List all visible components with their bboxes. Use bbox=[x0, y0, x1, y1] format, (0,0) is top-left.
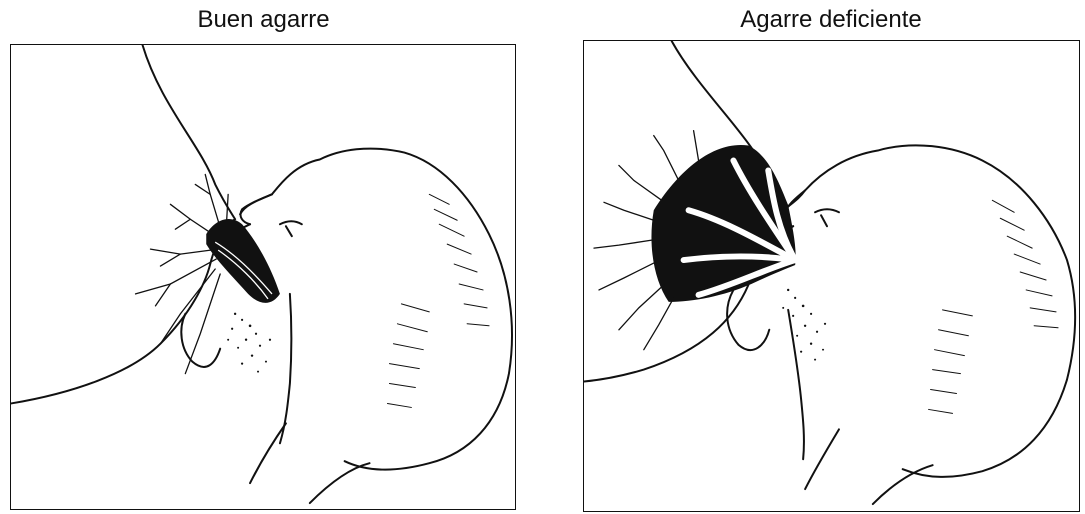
baby-nose bbox=[241, 194, 272, 224]
baby-hand bbox=[727, 290, 769, 350]
baby-head-outline bbox=[778, 145, 1075, 477]
hair-hatching bbox=[929, 200, 1058, 413]
caption-good-latch: Buen agarre bbox=[12, 6, 515, 34]
baby-head-outline bbox=[240, 149, 512, 470]
baby-eye bbox=[280, 221, 302, 224]
baby-eye bbox=[815, 209, 839, 212]
tongue-stipple bbox=[782, 289, 826, 361]
caption-poor-latch: Agarre deficiente bbox=[583, 6, 1079, 34]
illustration-poor-latch bbox=[584, 41, 1079, 511]
baby-chin bbox=[280, 294, 291, 443]
baby-neck bbox=[805, 429, 839, 489]
tongue-stipple bbox=[227, 313, 271, 373]
baby-hand bbox=[181, 314, 220, 367]
panel-poor-latch bbox=[583, 40, 1080, 512]
baby-chin bbox=[788, 310, 804, 459]
illustration-good-latch bbox=[11, 45, 515, 509]
baby-neck bbox=[250, 423, 286, 483]
panel-good-latch bbox=[10, 44, 516, 510]
hair-hatching bbox=[387, 194, 489, 407]
breast-outline bbox=[11, 45, 235, 403]
